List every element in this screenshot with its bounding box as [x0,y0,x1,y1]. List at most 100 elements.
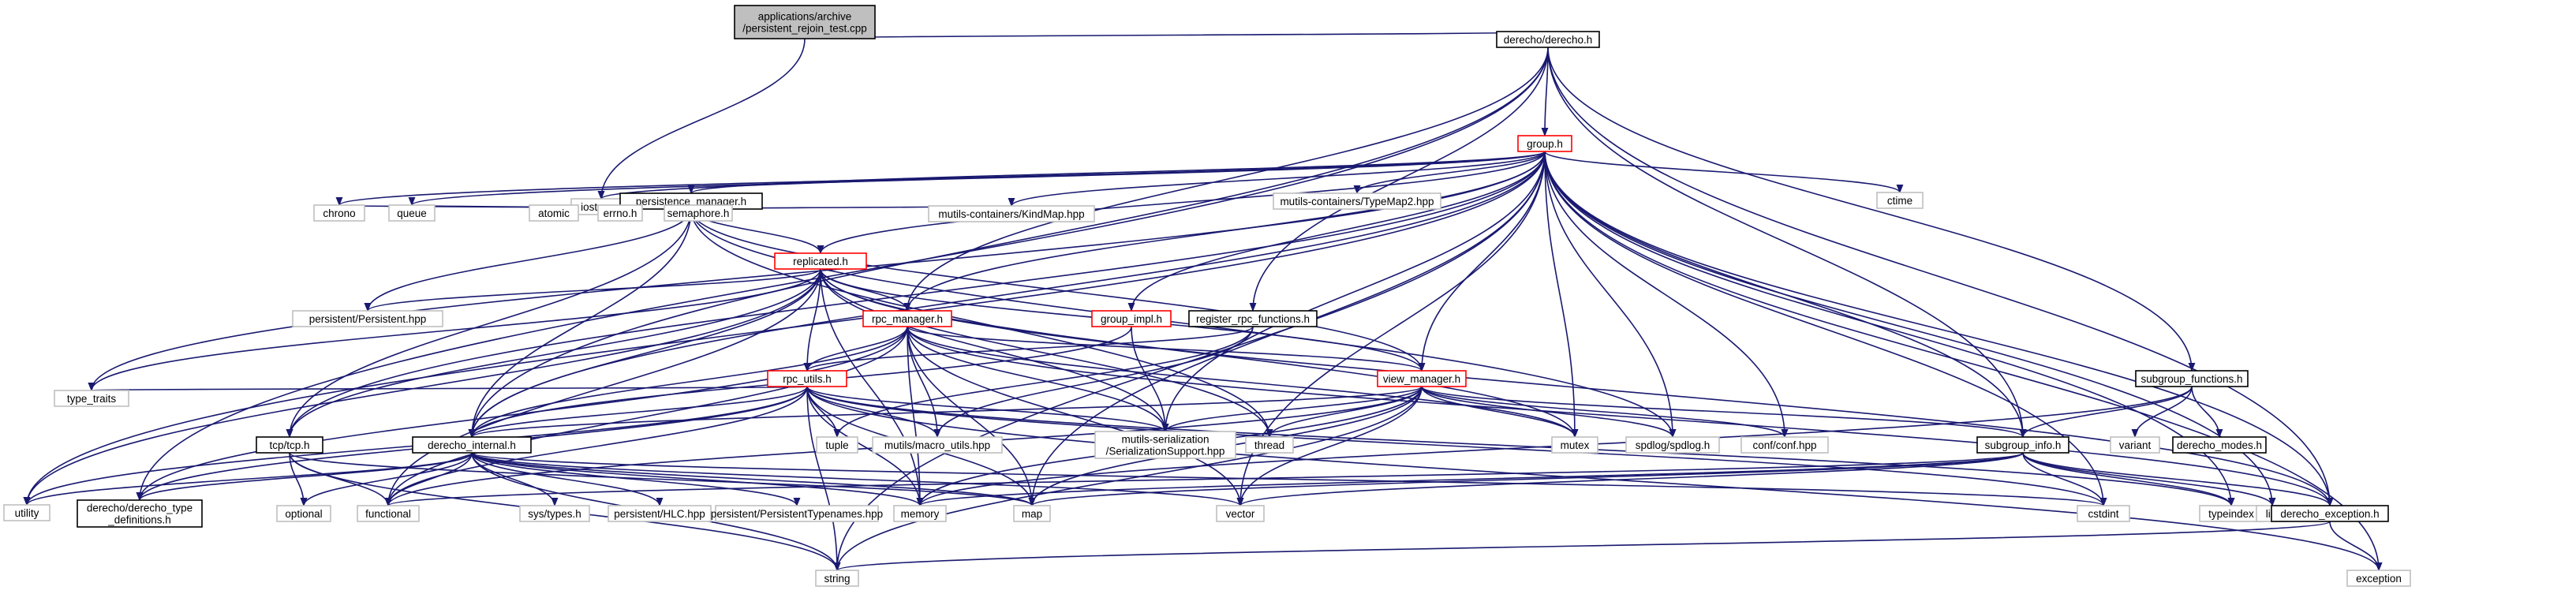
node-label: ctime [1887,195,1912,207]
node-subfn[interactable]: subgroup_functions.h [2135,370,2249,387]
include-edge [1236,386,1423,507]
node-root[interactable]: applications/archive/persistent_rejoin_t… [734,5,876,39]
node-label: subgroup_info.h [1985,439,2062,451]
node-label: register_rpc_functions.h [1196,313,1310,325]
node-box [1188,310,1318,327]
include-edge [1127,151,1546,312]
include-edge [468,326,908,439]
include-edge [468,47,1549,439]
node-spdlog: spdlog/spdlog.h [1625,436,1720,454]
include-edge [1421,386,1789,439]
include-edge [2131,386,2193,439]
node-utility: utility [3,504,50,521]
node-replicated[interactable]: replicated.h [774,252,867,270]
node-box [1517,135,1572,152]
include-edge [2019,386,2193,439]
node-thread: thread [1245,436,1294,454]
node-label: spdlog/spdlog.h [1636,439,1710,451]
node-label: group.h [1527,138,1563,150]
include-edge [471,452,1036,507]
node-label: mutils-containers/KindMap.hpp [938,208,1084,220]
node-label: string [824,573,850,585]
node-label: tcp/tcp.h [269,439,309,451]
node-label: mutils/macro_utils.hpp [884,439,990,451]
dependency-edges [23,30,2383,572]
node-box [1625,436,1720,454]
node-tuple: tuple [816,436,858,454]
node-box [1976,436,2069,454]
include-edge [820,268,2334,507]
include-edge [23,268,821,506]
node-box [388,204,436,222]
node-rpcmgr[interactable]: rpc_manager.h [862,310,952,327]
node-label: applications/archive [758,11,852,23]
node-rpcutils[interactable]: rpc_utils.h [767,370,847,387]
include-edge [803,326,1254,372]
node-label: queue [397,207,427,219]
include-edge [833,386,1423,572]
include-edge [300,452,473,507]
node-label: /SerializationSupport.hpp [1106,446,1225,458]
node-box [774,252,867,270]
include-edge [820,268,924,507]
node-box [872,436,1003,454]
node-tcp[interactable]: tcp/tcp.h [256,436,323,454]
node-cstdint: cstdint [2077,505,2130,522]
node-hlc: persistent/HLC.hpp [608,505,712,522]
include-edge [2022,452,2276,507]
node-box [1091,310,1172,327]
node-box [862,310,952,327]
node-box [1876,192,1924,209]
node-box [928,205,1095,222]
node-box [77,499,203,528]
include-edge [136,452,473,502]
node-derecho[interactable]: derecho/derecho.h [1496,31,1600,48]
include-edge [907,326,2334,507]
node-box [664,204,733,222]
node-modes[interactable]: derecho_modes.h [2172,436,2267,454]
node-regrpc[interactable]: register_rpc_functions.h [1188,310,1318,327]
node-label: vector [1226,508,1255,520]
node-functional: functional [357,505,420,522]
include-edge [1544,151,2107,507]
node-exception_h[interactable]: derecho_exception.h [2271,505,2389,522]
node-serial: mutils-serialization/SerializationSuppor… [1094,431,1236,459]
include-edge [289,452,1036,507]
include-edge [817,151,1546,255]
node-label: derecho_modes.h [2177,439,2262,451]
node-viewmgr[interactable]: view_manager.h [1377,370,1467,387]
include-edge [91,381,808,392]
node-internal[interactable]: derecho_internal.h [412,436,532,454]
node-box [2172,436,2267,454]
node-group[interactable]: group.h [1517,135,1572,152]
include-edge [1544,151,2334,507]
node-box [1273,192,1441,210]
include-edge [1544,151,1789,439]
node-label: thread [1254,439,1284,451]
node-typedefs[interactable]: derecho/derecho_type_definitions.h [77,499,203,528]
include-edge [1008,151,1546,207]
node-box [893,505,947,522]
include-edge [384,452,473,507]
include-edge [1547,47,2334,507]
node-label: functional [365,508,411,520]
node-exception: exception [2346,570,2411,587]
node-box [1216,505,1265,522]
node-chrono: chrono [313,204,365,222]
node-label: derecho_internal.h [428,439,516,451]
include-edge [806,386,2235,507]
node-label: persistent/Persistent.hpp [309,313,427,325]
node-box [715,505,879,522]
include-edge [803,326,908,372]
node-subinfo[interactable]: subgroup_info.h [1976,436,2069,454]
include-edge [364,208,692,312]
node-groupimpl[interactable]: group_impl.h [1091,310,1172,327]
node-optional: optional [276,505,331,522]
node-errno: errno.h [597,204,643,222]
node-box [256,436,323,454]
node-label: typeindex [2208,508,2254,520]
include-edge [364,268,821,312]
node-label: /persistent_rejoin_test.cpp [742,23,867,35]
include-edge [471,452,924,507]
node-variant: variant [2110,436,2160,454]
